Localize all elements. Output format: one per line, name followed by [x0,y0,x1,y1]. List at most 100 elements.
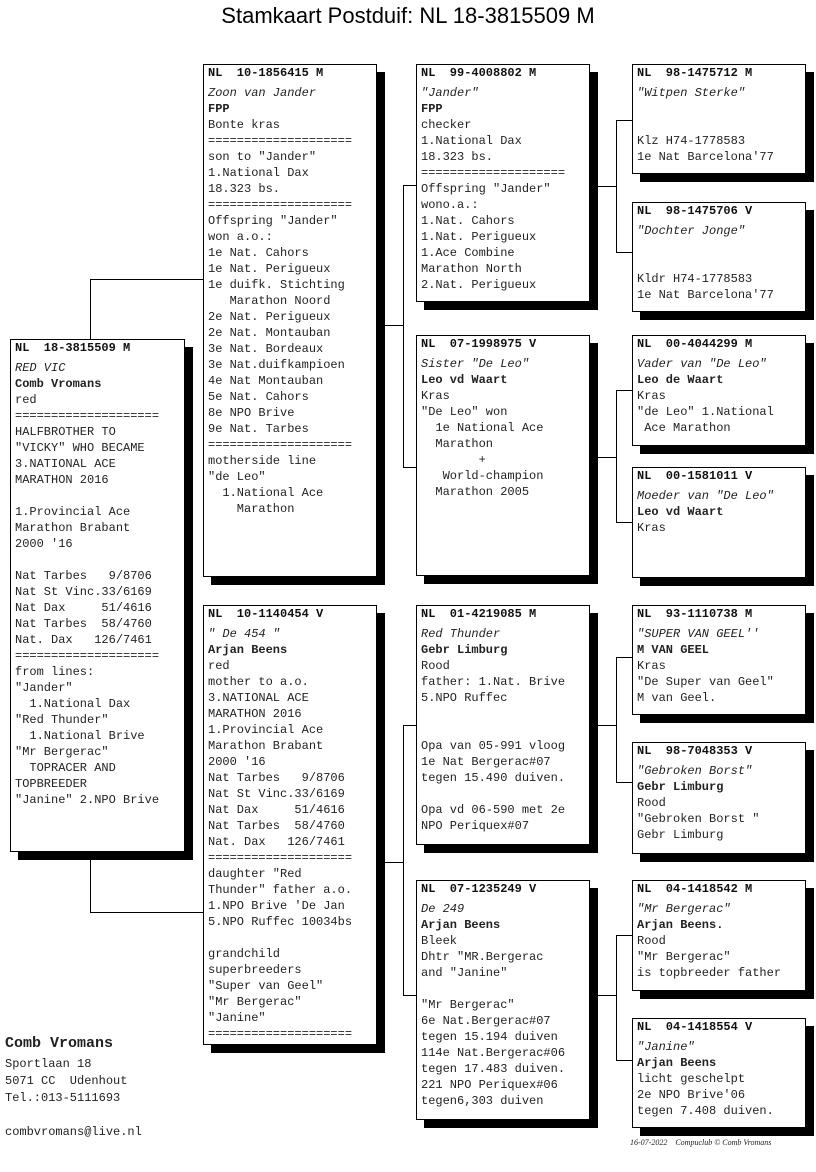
remark-line: 1e Nat. Perigueux [208,262,331,276]
remark-line: 3.NATIONAL ACE [208,691,309,705]
remark-line: tegen 17.483 duiven. [421,1062,566,1076]
remark-line: Opa vd 06-590 met 2e [421,803,566,817]
remark-line: Offspring "Jander" [208,214,338,228]
pigeon-name: "Mr Bergerac" [637,902,731,916]
pigeon-name: "Jander" [421,86,479,100]
owner-name: Arjan Beens [421,918,501,932]
remark-line [208,930,376,946]
remark-line: Offspring "Jander" [421,182,551,196]
owner-name: Comb Vromans [15,377,102,391]
remark-line: ==================== [15,649,160,663]
remark-line: "Red Thunder" [15,713,109,727]
remark-line: Nat Dax 51/4616 [15,601,152,615]
pigeon-card-fff: NL 98-1475712 M"Witpen Sterke"Klz H74-17… [632,64,806,174]
pigeon-color: Bonte kras [208,118,281,132]
remark-line: 1.National Dax [421,134,522,148]
remark-line: Marathon Noord [208,294,331,308]
remark-line: 5.NPO Ruffec 10034bs [208,915,353,929]
remark-line: tegen 7.408 duiven. [637,1104,774,1118]
remark-line: Marathon Brabant [15,521,131,535]
remark-line: "Mr Bergerac" [637,950,731,964]
remark-line: 1.Provincial Ace [15,505,131,519]
remark-line: 1.National Brive [15,729,145,743]
pigeon-color: Bleek [421,934,458,948]
remark-line: 114e Nat.Bergerac#06 [421,1046,566,1060]
owner-name [637,101,805,117]
pigeon-color: Kras [421,389,450,403]
remark-line: ==================== [421,166,566,180]
pigeon-name: Red Thunder [421,627,501,641]
remark-line: ==================== [208,134,353,148]
remark-line: tegen 15.490 duiven. [421,771,566,785]
remark-line: 1e Nat Barcelona'77 [637,288,774,302]
remark-line: TOPBREEDER [15,777,88,791]
remark-line: 2e NPO Brive'06 [637,1088,746,1102]
footer-credit: 16-07-2022 Compuclub © Comb Vromans [630,1138,772,1147]
ring-number: NL 07-1235249 V [421,882,537,896]
remark-line: Marathon [208,502,295,516]
remark-line: 1e Nat Bergerac#07 [421,755,551,769]
pigeon-color: licht geschelpt [637,1072,746,1086]
remark-line: motherside line [208,454,317,468]
remark-line: Klz H74-1778583 [637,134,746,148]
remark-line: ==================== [15,409,160,423]
remark-line: 1e duifk. Stichting [208,278,345,292]
breeder-name: Comb Vromans [5,1035,114,1052]
remark-line: mother to a.o. [208,675,309,689]
remark-line: Marathon Brabant [208,739,324,753]
remark-line [421,981,589,997]
remark-line: 1e National Ace [421,421,544,435]
remark-line: 2e Nat. Montauban [208,326,331,340]
remark-line: superbreeders [208,963,302,977]
remark-line: Nat Tarbes 9/8706 [208,771,345,785]
pigeon-color: red [208,659,230,673]
ring-number: NL 04-1418554 V [637,1020,753,1034]
pigeon-color: Kras [637,521,666,535]
remark-line: ==================== [208,198,353,212]
pigeon-name: Vader van "De Leo" [637,357,767,371]
remark-line: is topbreeder father [637,966,782,980]
pigeon-color: Rood [637,796,666,810]
owner-name: Gebr Limburg [637,780,724,794]
remark-line: "de Leo" [208,470,266,484]
remark-line: "Mr Bergerac" [208,995,302,1009]
pigeon-name: RED VIC [15,361,66,375]
remark-line: and "Janine" [421,966,508,980]
remark-line: Thunder" father a.o. [208,883,353,897]
remark-line: ==================== [208,851,353,865]
pigeon-name: Moeder van "De Leo" [637,489,774,503]
remark-line: daughter "Red [208,867,302,881]
owner-name: FPP [208,102,230,116]
pigeon-name: "Witpen Sterke" [637,86,746,100]
ring-number: NL 07-1998975 V [421,337,537,351]
remark-line: 2e Nat. Perigueux [208,310,331,324]
remark-line: TOPRACER AND [15,761,116,775]
remark-line: 6e Nat.Bergerac#07 [421,1014,551,1028]
ring-number: NL 10-1140454 V [208,607,324,621]
pigeon-card-mff: NL 93-1110738 M"SUPER VAN GEEL''M VAN GE… [632,605,806,715]
remark-line: 1.Provincial Ace [208,723,324,737]
ring-number: NL 93-1110738 M [637,607,753,621]
remark-line: World-champion [421,469,544,483]
pigeon-name: "Dochter Jonge" [637,224,746,238]
remark-line: 1e Nat Barcelona'77 [637,150,774,164]
remark-line: "Mr Bergerac" [15,745,109,759]
remark-line: "Janine" [208,1011,266,1025]
remark-line: Kldr H74-1778583 [637,272,753,286]
remark-line: HALFBROTHER TO [15,425,116,439]
breeder-phone: Tel.:013-5111693 [5,1091,121,1105]
pigeon-color: Kras [637,389,666,403]
remark-line: 1.National Dax [15,697,131,711]
remark-line: Nat St Vinc.33/6169 [15,585,152,599]
pigeon-name: "Gebroken Borst" [637,764,753,778]
owner-name: Leo vd Waart [421,373,508,387]
breeder-address: Comb Vromans Sportlaan 18 5071 CC Udenho… [5,1034,142,1141]
remark-line: 4e Nat Montauban [208,374,324,388]
remark-line: "VICKY" WHO BECAME [15,441,145,455]
